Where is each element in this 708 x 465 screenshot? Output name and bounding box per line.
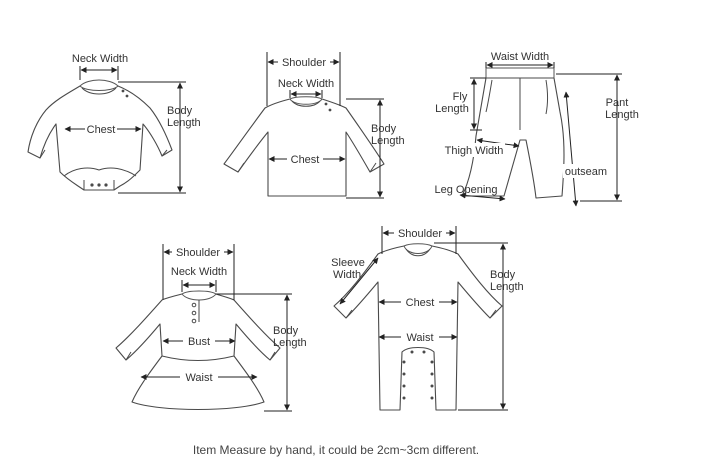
pants-fly-length-label-2: Length	[435, 103, 469, 115]
bodysuit-neck-width-label: Neck Width	[72, 53, 128, 65]
pants-outseam-line	[563, 91, 579, 207]
romper-body-length-label-2: Length	[490, 281, 524, 293]
romper-body-length-label: Body	[490, 269, 516, 281]
bodysuit-body-length-label-2: Length	[167, 117, 201, 129]
bodysuit-figure: Neck Width Chest Body Length	[27, 53, 201, 194]
bodysuit-outline	[27, 85, 173, 191]
romper-collar	[403, 243, 433, 254]
bodysuit-collar	[79, 79, 119, 91]
shirt-collar	[289, 96, 323, 105]
romper-chest-label: Chest	[406, 297, 435, 309]
dress-neck-width-label: Neck Width	[171, 266, 227, 278]
shirt-shoulder-label: Shoulder	[282, 57, 326, 69]
measurement-note: Item Measure by hand, it could be 2cm~3c…	[193, 443, 479, 457]
romper-shoulder-label: Shoulder	[398, 228, 442, 240]
dress-figure: Shoulder Neck Width Bust Waist Body Leng…	[115, 244, 307, 412]
dress-body-length-label-2: Length	[273, 337, 307, 349]
dress-bust-label: Bust	[188, 336, 210, 348]
shirt-chest-label: Chest	[291, 154, 320, 166]
dress-outline	[115, 293, 281, 411]
pants-leg-opening-line	[459, 192, 506, 202]
romper-sleeve-width-label-2: Width	[333, 269, 361, 281]
pants-thigh-width-label: Thigh Width	[445, 145, 504, 157]
pants-pant-length-label: Pant	[606, 97, 629, 109]
romper-sleeve-width-line	[339, 257, 379, 305]
shirt-body-length-label: Body	[371, 123, 397, 135]
pants-figure: Waist Width Fly Length Thigh Width Leg O…	[435, 51, 639, 207]
bodysuit-chest-label: Chest	[87, 124, 116, 136]
pants-waistband	[485, 67, 555, 79]
pants-outseam-label: outseam	[565, 166, 607, 178]
shirt-neck-width-label: Neck Width	[278, 78, 334, 90]
shirt-outline	[223, 98, 385, 197]
dress-waist-label: Waist	[185, 372, 212, 384]
romper-waist-label: Waist	[406, 332, 433, 344]
dress-body-length-label: Body	[273, 325, 299, 337]
dress-shoulder-label: Shoulder	[176, 247, 220, 259]
pants-waist-width-label: Waist Width	[491, 51, 549, 63]
romper-figure: Shoulder Sleeve Width Chest Waist Body L…	[331, 226, 524, 411]
romper-sleeve-width-label: Sleeve	[331, 257, 365, 269]
shirt-figure: Shoulder Neck Width Chest Body Length	[223, 52, 405, 199]
pants-fly-length-label: Fly	[453, 91, 468, 103]
pants-leg-opening-label: Leg Opening	[435, 184, 498, 196]
bodysuit-body-length-label: Body	[167, 105, 193, 117]
shirt-body-length-label-2: Length	[371, 135, 405, 147]
pants-outline	[461, 77, 565, 199]
pants-pant-length-label-2: Length	[605, 109, 639, 121]
